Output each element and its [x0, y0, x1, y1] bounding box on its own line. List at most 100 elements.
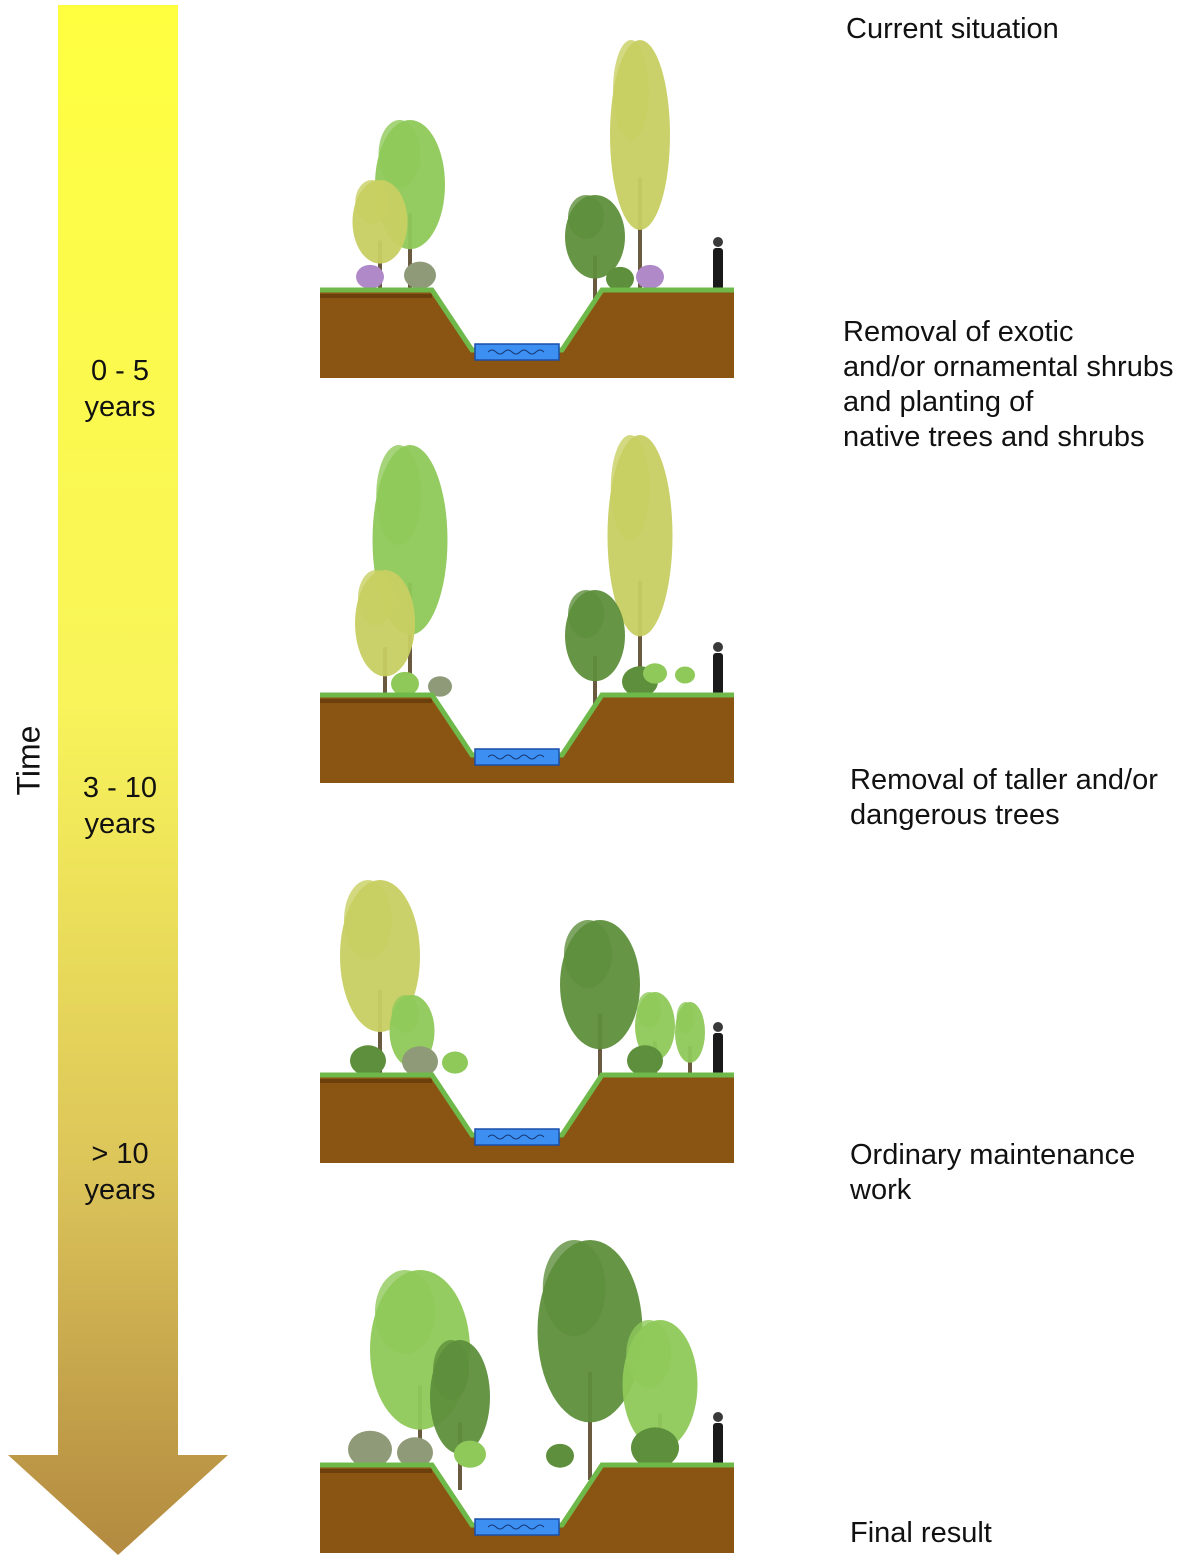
tree-trunk [688, 1046, 692, 1082]
shrub [454, 1440, 486, 1468]
tree-trunk [408, 213, 412, 290]
tree-trunk [383, 647, 387, 710]
water-ripple [487, 1134, 545, 1140]
soil-layer [320, 1079, 432, 1083]
time-axis-label: Time [10, 725, 47, 796]
step-line: dangerous trees [850, 799, 1060, 831]
period-over-10-years: > 10 years [60, 1136, 180, 1208]
period-range: > 10 [91, 1138, 149, 1170]
step-line: work [850, 1174, 912, 1206]
water-ripple [487, 349, 545, 355]
shrub [675, 666, 695, 684]
section-scene-final [320, 1240, 734, 1553]
shrub [356, 264, 384, 289]
shrub [442, 1051, 468, 1074]
person-head [713, 642, 723, 652]
tree-trunk [418, 1385, 422, 1480]
step-ordinary-maintenance: Ordinary maintenance work [850, 1138, 1135, 1208]
soil-bank [320, 1465, 734, 1553]
shrub [391, 671, 419, 696]
tree-canopy [568, 195, 604, 239]
tree-trunk [378, 990, 382, 1080]
tree-trunk [588, 1372, 592, 1480]
time-arrow-shape [8, 5, 228, 1555]
tree-canopy [564, 920, 612, 988]
step-removal-exotic-shrubs: Removal of exotic and/or ornamental shru… [843, 315, 1173, 455]
river-water [474, 748, 560, 766]
tree-canopy [358, 570, 394, 626]
shrub [627, 1045, 663, 1076]
shrub [404, 261, 436, 289]
shrub [643, 663, 667, 684]
step-line: and planting of [843, 386, 1034, 418]
step-line: native trees and shrubs [843, 421, 1145, 453]
period-0-5-years: 0 - 5 years [60, 353, 180, 425]
shrub [397, 1437, 433, 1468]
tree-canopy [355, 180, 389, 224]
river-water [474, 1518, 560, 1536]
shrub [348, 1430, 392, 1469]
person-body [713, 1423, 723, 1465]
soil-layer [320, 294, 432, 298]
step-line: Removal of taller and/or [850, 764, 1158, 796]
tree-canopy [542, 1240, 606, 1336]
person-body [713, 248, 723, 290]
section-scene-thinning [320, 880, 734, 1163]
tree-canopy [376, 445, 422, 545]
period-3-10-years: 3 - 10 years [60, 770, 180, 842]
shrub [546, 1443, 574, 1468]
step-line: Ordinary maintenance [850, 1139, 1136, 1171]
shrub [636, 264, 664, 289]
shrub [606, 266, 634, 291]
tree-canopy [568, 590, 604, 638]
period-range: 0 - 5 [90, 355, 150, 387]
soil-bank [320, 1075, 734, 1163]
step-line: and/or ornamental shrubs [843, 351, 1174, 383]
water-ripple [487, 1524, 545, 1530]
period-unit: years [84, 1174, 156, 1206]
tree-trunk [593, 255, 597, 305]
person-head [713, 237, 723, 247]
tree-trunk [378, 240, 382, 290]
tree-canopy [610, 435, 650, 541]
tree-canopy [378, 120, 421, 188]
soil-layer [320, 1469, 432, 1473]
tree-trunk [638, 177, 642, 290]
person-head [713, 1412, 723, 1422]
tree-canopy [613, 40, 649, 140]
tree-trunk [638, 580, 642, 700]
soil-layer [320, 699, 432, 703]
person-body [713, 1033, 723, 1075]
step-line: Final result [850, 1517, 992, 1549]
person-body [713, 653, 723, 695]
tree-canopy [637, 992, 661, 1028]
tree-canopy [676, 1002, 695, 1034]
person-head [713, 1022, 723, 1032]
section-scene-current [320, 40, 734, 378]
river-water [474, 343, 560, 361]
shrub [428, 676, 452, 697]
water-ripple [487, 754, 545, 760]
tree-trunk [593, 656, 597, 710]
tree-canopy [391, 995, 419, 1033]
step-removal-tall-trees: Removal of taller and/or dangerous trees [850, 763, 1158, 833]
step-line: Current situation [846, 13, 1059, 45]
shrub [350, 1045, 386, 1076]
time-arrow [8, 5, 228, 1555]
soil-bank [320, 290, 734, 378]
period-unit: years [84, 391, 156, 423]
period-unit: years [84, 808, 156, 840]
step-final-result: Final result [850, 1516, 992, 1551]
tree-canopy [626, 1320, 672, 1388]
tree-canopy [433, 1340, 469, 1400]
section-scene-planting [320, 435, 734, 783]
step-line: Removal of exotic [843, 316, 1074, 348]
shrub [402, 1046, 438, 1077]
step-current-situation: Current situation [846, 12, 1059, 47]
shrub [631, 1427, 679, 1469]
soil-bank [320, 695, 734, 783]
period-range: 3 - 10 [82, 772, 158, 804]
tree-canopy [375, 1270, 435, 1354]
tree-canopy [344, 880, 392, 960]
river-water [474, 1128, 560, 1146]
